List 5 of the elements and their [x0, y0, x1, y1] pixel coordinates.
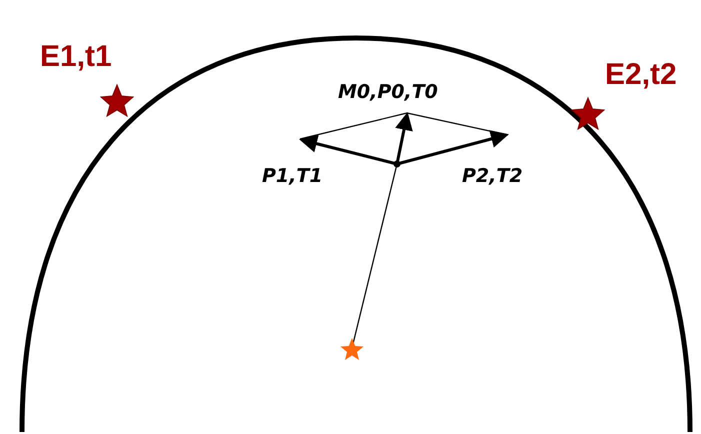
- vector-label: E2,t2: [605, 60, 677, 90]
- vector-label: P1,T1: [262, 167, 323, 186]
- vector-label: E1,t1: [40, 42, 112, 72]
- vector-label: P2,T2: [462, 167, 523, 186]
- vector-label: M0,P0,T0: [338, 83, 438, 102]
